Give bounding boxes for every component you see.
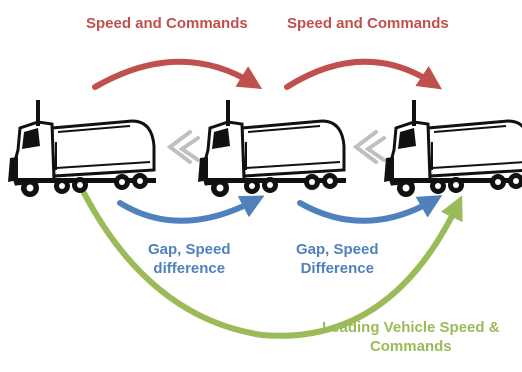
speed-commands-arrow-2 <box>284 58 442 90</box>
gap-speed-arrow-1 <box>117 195 265 224</box>
gap-speed-label-2: Gap, Speed Difference <box>296 240 379 278</box>
gap-speed-label-2-line2: Difference <box>300 260 374 277</box>
chevron-left-icon <box>352 130 386 164</box>
gap-speed-label-1-line2: difference <box>153 260 226 277</box>
leading-vehicle-label-line2: Commands <box>369 338 452 355</box>
gap-speed-label-2-line1: Gap, Speed <box>296 241 379 258</box>
leading-vehicle-label: Leading Vehicle Speed & Commands <box>322 318 500 356</box>
speed-commands-label-1: Speed and Commands <box>86 15 248 32</box>
tanker-truck-icon <box>196 98 348 199</box>
gap-speed-label-1: Gap, Speed difference <box>148 240 231 278</box>
speed-commands-arrow-1 <box>92 58 263 90</box>
gap-speed-arrow-2 <box>297 195 443 224</box>
tanker-truck-icon <box>382 98 522 199</box>
gap-speed-label-1-line1: Gap, Speed <box>148 241 231 258</box>
leading-vehicle-label-line1: Leading Vehicle Speed & <box>322 319 500 336</box>
chevron-left-icon <box>166 130 200 164</box>
speed-commands-label-2: Speed and Commands <box>287 15 449 32</box>
tanker-truck-icon <box>6 98 158 199</box>
leading-vehicle-arrow <box>81 190 463 339</box>
